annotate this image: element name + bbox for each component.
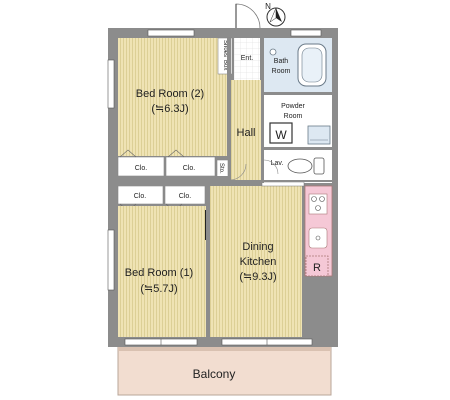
bedroom-1-floor <box>118 206 206 337</box>
bedroom-1-name: Bed Room (1) <box>125 267 193 279</box>
toilet-icon <box>287 157 325 175</box>
storage-label: Sto. <box>218 163 224 174</box>
hall-label: Hall <box>237 127 256 139</box>
powder-room-label: Powder <box>281 103 305 110</box>
balcony-label: Balcony <box>193 367 236 381</box>
hall-door-swing <box>229 163 247 181</box>
bedroom-2-size: (≒6.3J) <box>151 103 188 115</box>
entrance-label: Ent. <box>241 55 254 62</box>
refrigerator-label: R <box>313 262 321 274</box>
shoes-box-label-2: Box <box>222 60 228 70</box>
bedroom-2-floor <box>118 38 227 156</box>
bath-room-label-2: Room <box>272 68 291 75</box>
bedroom-2-name: Bed Room (2) <box>136 88 204 100</box>
bath-room-label: Bath <box>274 58 289 65</box>
closet-label: Clo. <box>179 193 192 200</box>
powder-room-label-2: Room <box>284 113 303 120</box>
balcony-area <box>117 346 332 396</box>
sink-icon <box>308 227 328 249</box>
washer-label: W <box>275 128 287 142</box>
dining-kitchen-floor <box>210 186 302 337</box>
entry-door-swing <box>235 3 261 29</box>
stove-icon <box>308 193 328 215</box>
compass-icon: N <box>265 2 286 27</box>
bedroom-1-size: (≒5.7J) <box>140 283 177 295</box>
compass-north-label: N <box>265 2 271 11</box>
vanity <box>307 125 331 145</box>
entrance <box>234 38 260 80</box>
hall-floor <box>231 80 261 180</box>
lavatory-door-swing <box>263 159 279 175</box>
closet-label: Clo. <box>183 165 196 172</box>
dining-kitchen-size: (≒9.3J) <box>239 271 276 283</box>
refrigerator <box>305 255 329 277</box>
shoes-box-label: Shoes <box>222 40 228 57</box>
closet-label: Clo. <box>134 193 147 200</box>
dining-kitchen-label-2: Kitchen <box>240 256 277 268</box>
dining-kitchen-label: Dining <box>242 241 273 253</box>
closet-label: Clo. <box>135 165 148 172</box>
washer-box <box>269 122 293 144</box>
lavatory-label: Lav. <box>271 160 284 167</box>
